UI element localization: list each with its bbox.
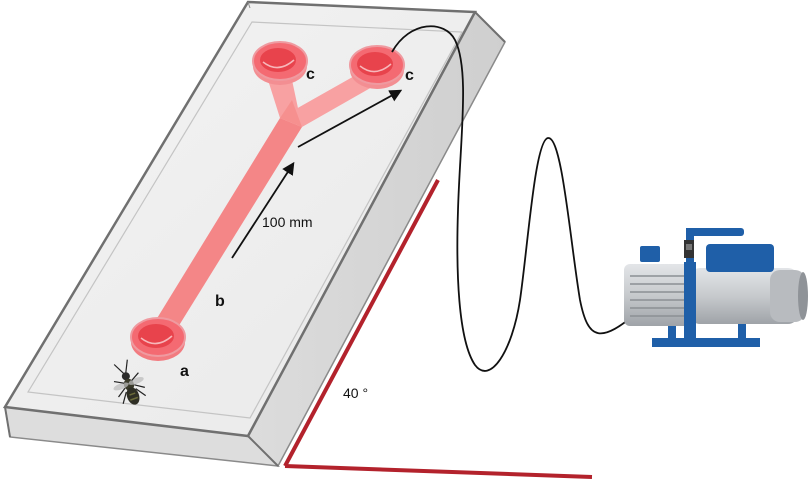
arrow-branch <box>297 89 403 148</box>
incline-angle-indicator <box>283 179 593 479</box>
label-c-left: c <box>306 66 315 83</box>
vacuum-pump-icon <box>624 228 808 347</box>
label-angle: 40 ° <box>343 385 368 401</box>
channel-stem <box>148 118 302 340</box>
label-c-right: c <box>405 67 414 84</box>
insect-icon <box>113 359 147 405</box>
label-b: b <box>215 293 225 310</box>
tray-inner-rim <box>27 21 463 419</box>
outlet-well-right <box>349 45 405 89</box>
vacuum-tube <box>391 25 691 372</box>
label-a: a <box>180 363 189 380</box>
arrow-stem <box>231 161 295 259</box>
outlet-well-left <box>252 41 308 85</box>
inlet-well <box>130 317 186 361</box>
label-distance: 100 mm <box>262 214 313 230</box>
